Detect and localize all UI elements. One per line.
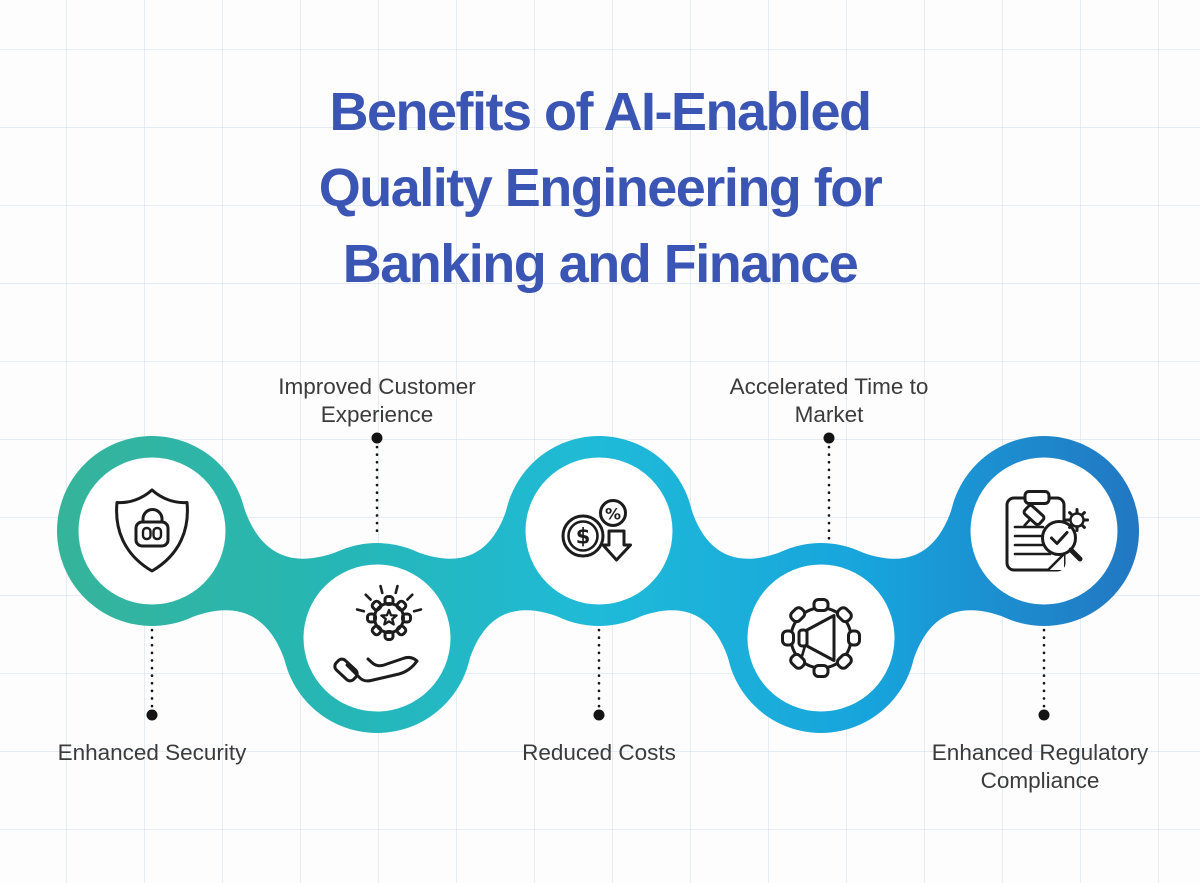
title-line-2: Quality Engineering for [318, 158, 883, 218]
dollar-coin-percent-down-icon: $ % [561, 499, 632, 562]
connector-1 [146, 628, 158, 721]
shield-lock-icon [115, 488, 189, 573]
connector-5 [1038, 628, 1050, 721]
title-line-1: Benefits of AI-Enabled [329, 82, 872, 142]
page-title: Benefits of AI-Enabled Quality Engineeri… [0, 74, 1200, 302]
benefit-label-customer-experience: Improved Customer Experience [278, 374, 476, 427]
clipboard-gavel-magnifier-icon [1005, 490, 1089, 572]
connector-2 [371, 432, 383, 540]
benefit-label-regulatory-compliance: Enhanced Regulatory Compliance [931, 740, 1149, 793]
svg-text:%: % [605, 505, 621, 524]
benefit-label-reduced-costs: Reduced Costs [522, 740, 676, 765]
gear-megaphone-icon [781, 598, 861, 678]
benefit-label-time-to-market: Accelerated Time to Market [729, 374, 929, 427]
title-line-3: Banking and Finance [342, 234, 859, 294]
svg-text:$: $ [576, 525, 591, 549]
benefit-disc-3 [525, 457, 673, 605]
benefit-label-enhanced-security: Enhanced Security [57, 740, 247, 765]
benefit-disc-4 [747, 564, 895, 712]
hand-presenting-gear-star-icon [333, 584, 423, 683]
benefit-disc-2 [303, 564, 451, 712]
connector-3 [593, 628, 605, 721]
benefit-disc-1 [78, 457, 226, 605]
connector-4 [823, 432, 835, 542]
